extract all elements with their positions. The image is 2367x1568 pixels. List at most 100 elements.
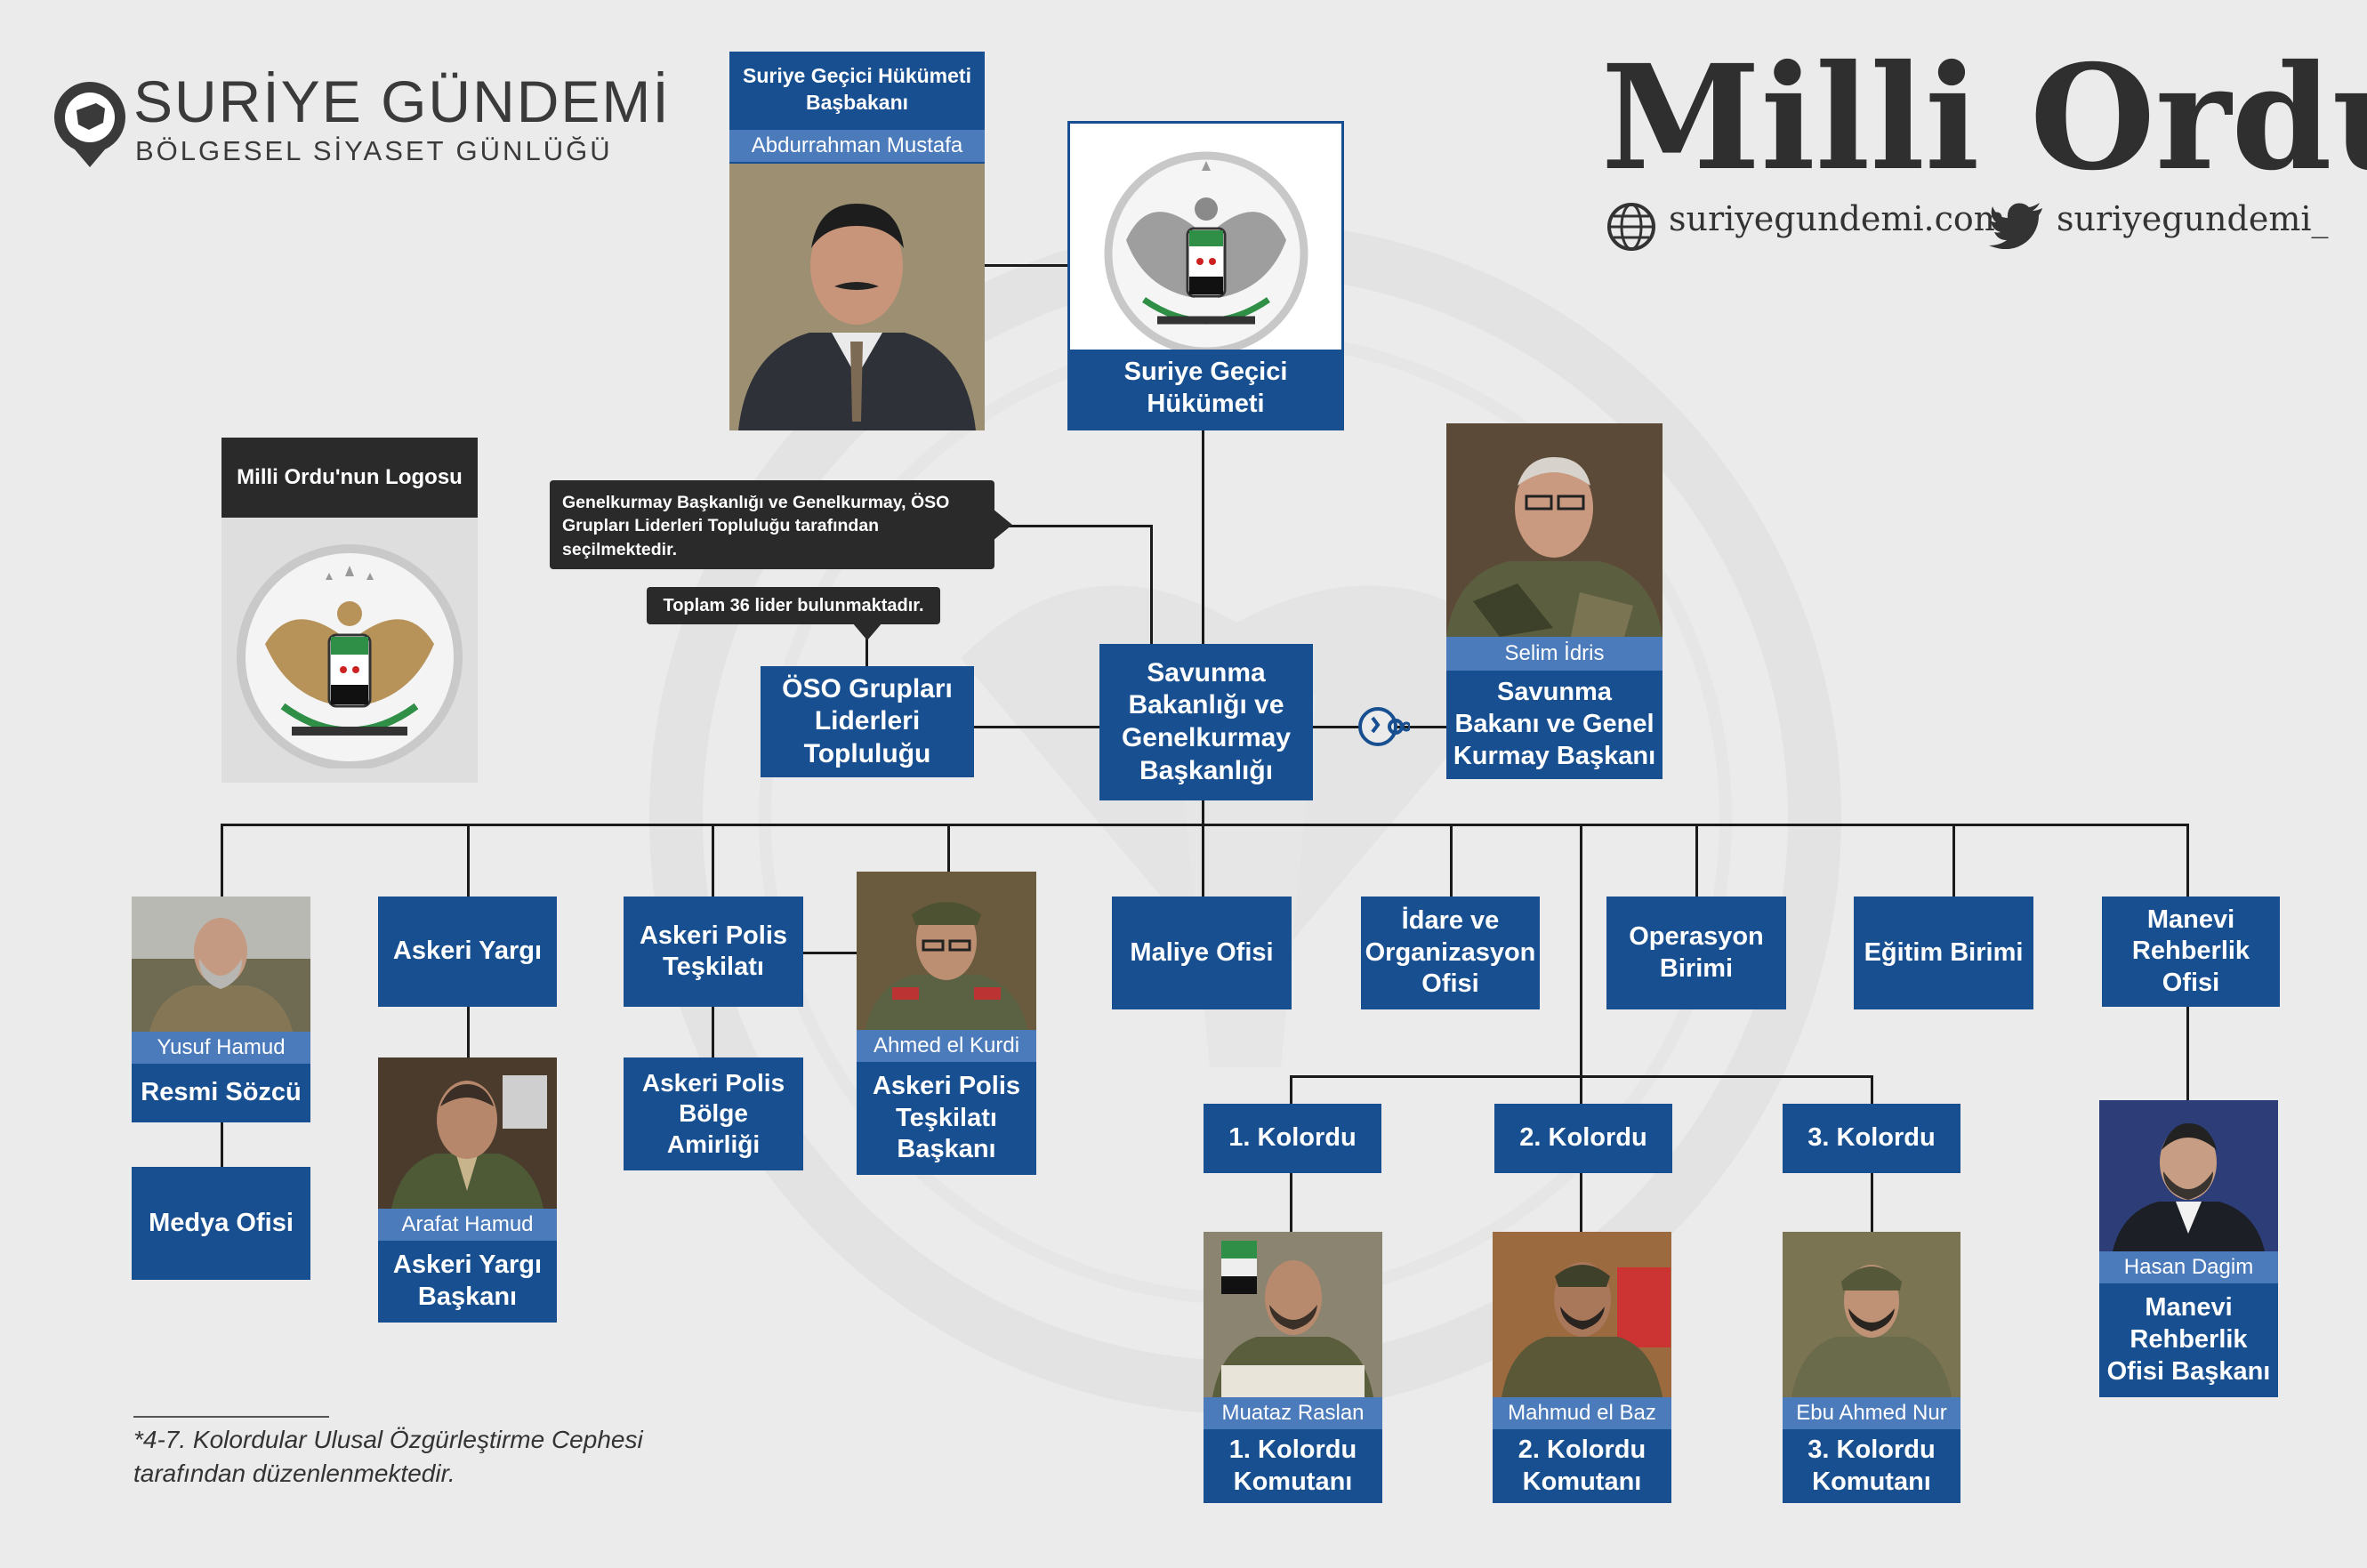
connector (1150, 525, 1153, 644)
guidance-head-title: Manevi Rehberlik Ofisi Başkanı (2106, 1293, 2271, 1386)
justice-head-title: Askeri Yargı Başkanı (392, 1250, 543, 1311)
connector (865, 630, 868, 667)
corps-1-commander-title: 1. Kolordu Komutanı (1228, 1435, 1357, 1496)
corps-3-commander-card: Ebu Ahmed Nur 3. Kolordu Komutanı (1783, 1232, 1960, 1503)
operations-unit-box: Operasyon Birimi (1606, 897, 1786, 1009)
justice-head-card: Arafat Hamud Askeri Yargı Başkanı (378, 1057, 557, 1323)
connector (1202, 800, 1204, 825)
guidance-head-photo (2099, 1100, 2278, 1251)
footnote: *4-7. Kolordular Ulusal Özgürleştirme Ce… (133, 1426, 643, 1487)
government-emblem-icon (1104, 151, 1308, 351)
admin-office-box: İdare ve Organizasyon Ofisi (1361, 897, 1540, 1009)
connector (1952, 824, 1955, 897)
website-link[interactable]: suriyegundemi.com (1669, 199, 2006, 238)
connector (2186, 824, 2189, 897)
corps-1-commander-card: Muataz Raslan 1. Kolordu Komutanı (1204, 1232, 1382, 1503)
pm-name: Abdurrahman Mustafa (729, 130, 985, 162)
finance-office-box: Maliye Ofisi (1112, 897, 1292, 1009)
page-title: Milli Ordu (1601, 34, 2367, 203)
callout-arrow (993, 509, 1012, 541)
corps-2-commander-name: Mahmud el Baz (1493, 1397, 1671, 1429)
corps-2-commander-card: Mahmud el Baz 2. Kolordu Komutanı (1493, 1232, 1671, 1503)
connector (712, 1006, 714, 1057)
training-unit-box: Eğitim Birimi (1854, 897, 2033, 1009)
connector (972, 726, 1100, 728)
connector (467, 824, 470, 897)
brand-pin-icon (54, 82, 125, 167)
twitter-handle[interactable]: suriyegundemi_ (2057, 199, 2329, 238)
corps-2-commander-photo (1493, 1232, 1671, 1397)
spokesman-title: Resmi Sözcü (141, 1078, 302, 1107)
connector (1450, 824, 1453, 897)
pm-title: Suriye Geçici Hükümeti Başbakanı (743, 64, 971, 114)
military-police-box: Askeri Polis Teşkilatı (624, 897, 803, 1007)
minister-name: Selim İdris (1446, 637, 1663, 671)
media-office-box: Medya Ofisi (132, 1167, 310, 1280)
corps-3-commander-photo (1783, 1232, 1960, 1397)
police-head-name: Ahmed el Kurdi (857, 1030, 1036, 1062)
connector (1871, 1173, 1873, 1232)
spokesman-photo (132, 897, 310, 1032)
corps-1-commander-name: Muataz Raslan (1204, 1397, 1382, 1429)
connector (996, 525, 1152, 527)
globe-icon (1607, 203, 1655, 251)
minister-card: Selim İdris Savunma Bakanı ve Genel Kurm… (1446, 423, 1663, 779)
brand-tagline: BÖLGESEL SİYASET GÜNLÜĞÜ (135, 135, 613, 166)
corps-1-box: 1. Kolordu (1204, 1104, 1381, 1173)
justice-head-name: Arafat Hamud (378, 1209, 557, 1241)
connector (1580, 1075, 1582, 1104)
military-justice-box: Askeri Yargı (378, 897, 557, 1007)
link-icon (1358, 707, 1410, 746)
footnote-divider (133, 1416, 329, 1418)
justice-head-photo (378, 1057, 557, 1209)
connector (1290, 1173, 1292, 1232)
connector (221, 1122, 223, 1167)
selection-note: Genelkurmay Başkanlığı ve Genelkurmay, Ö… (550, 480, 994, 569)
minister-title: Savunma Bakanı ve Genel Kurmay Başkanı (1453, 678, 1656, 770)
corps-3-commander-title: 3. Kolordu Komutanı (1807, 1435, 1936, 1496)
connector (1290, 1075, 1292, 1104)
connector (803, 952, 858, 954)
callout-arrow (852, 623, 882, 640)
connector (983, 264, 1068, 267)
pm-photo (729, 164, 985, 430)
connector (221, 824, 2189, 826)
leaders-count-note: Toplam 36 lider bulunmaktadır. (647, 587, 940, 624)
spokesman-name: Yusuf Hamud (132, 1032, 310, 1064)
logo-panel: Milli Ordu'nun Logosu (221, 438, 478, 783)
brand-name: SURİYE GÜNDEMİ (133, 68, 671, 134)
connector (1871, 1075, 1873, 1104)
corps-2-box: 2. Kolordu (1494, 1104, 1672, 1173)
connector (1202, 429, 1204, 644)
police-regional-box: Askeri Polis Bölge Amirliği (624, 1057, 803, 1170)
connector (1202, 824, 1204, 897)
ministry-box: Savunma Bakanlığı ve Genelkurmay Başkanl… (1099, 644, 1313, 800)
corps-3-box: 3. Kolordu (1783, 1104, 1960, 1173)
oso-leaders-box: ÖSO Grupları Liderleri Topluluğu (761, 666, 974, 777)
corps-1-commander-photo (1204, 1232, 1382, 1397)
milli-ordu-logo-icon (237, 544, 463, 768)
connector (467, 1006, 470, 1057)
minister-photo (1446, 423, 1663, 637)
connector (712, 824, 714, 897)
spokesman-card: Yusuf Hamud Resmi Sözcü (132, 897, 310, 1122)
connector (2186, 1006, 2189, 1100)
police-head-photo (857, 872, 1036, 1030)
police-head-title: Askeri Polis Teşkilatı Başkanı (872, 1071, 1021, 1164)
government-label: Suriye Geçici Hükümeti (1070, 350, 1341, 428)
twitter-icon (1989, 203, 2042, 249)
corps-3-commander-name: Ebu Ahmed Nur (1783, 1397, 1960, 1429)
connector (1580, 824, 1582, 1077)
police-head-card: Ahmed el Kurdi Askeri Polis Teşkilatı Ba… (857, 872, 1036, 1175)
connector (1580, 1173, 1582, 1232)
connector (947, 824, 950, 872)
guidance-head-card: Hasan Dagim Manevi Rehberlik Ofisi Başka… (2099, 1100, 2278, 1397)
guidance-head-name: Hasan Dagim (2099, 1251, 2278, 1283)
guidance-office-box: Manevi Rehberlik Ofisi (2102, 897, 2280, 1007)
connector (221, 824, 223, 897)
connector (1695, 824, 1698, 897)
government-card: Suriye Geçici Hükümeti (1067, 121, 1344, 430)
corps-2-commander-title: 2. Kolordu Komutanı (1518, 1435, 1646, 1496)
logo-panel-label: Milli Ordu'nun Logosu (221, 438, 478, 518)
pm-card: Suriye Geçici Hükümeti Başbakanı Abdurra… (729, 52, 985, 430)
